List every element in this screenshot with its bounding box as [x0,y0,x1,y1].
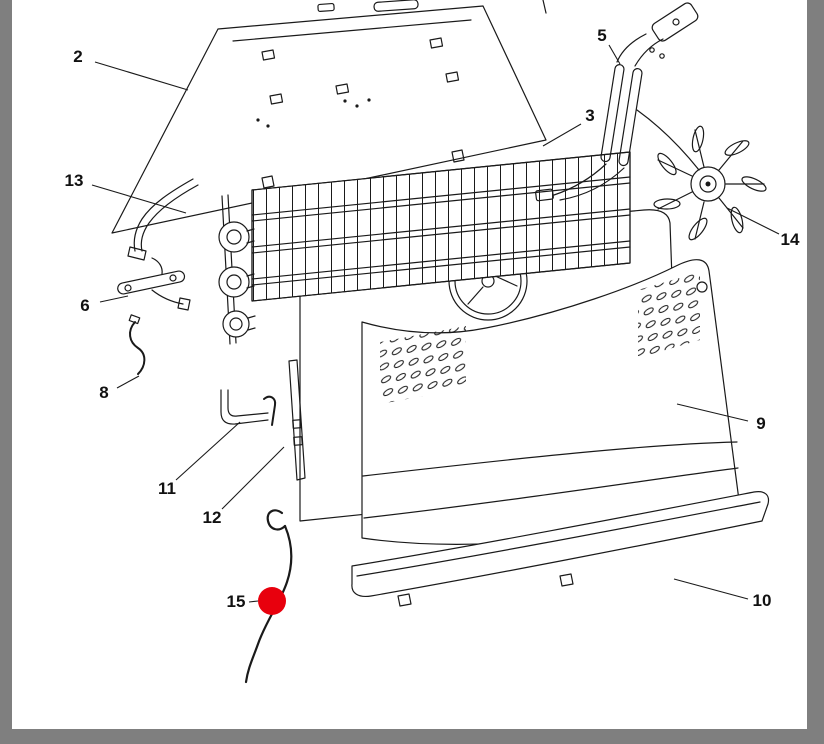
part-3-evaporator [218,151,631,345]
part-11-bracket [220,389,277,426]
vent-slots-right [638,272,700,358]
part-12-strip [288,359,306,481]
part-8-wire [128,314,146,375]
highlight-dot-part-15[interactable] [258,587,286,615]
part-9-front-panel [361,259,741,545]
leader-line-5 [608,44,621,65]
part-6-bracket [117,270,191,311]
vent-slots-left [380,326,466,404]
leader-line-3 [542,123,582,147]
part-13-tube [127,178,199,275]
top-edge-mark [542,0,547,14]
leader-line-12 [221,446,285,510]
part-10-tray [351,491,770,607]
leader-line-9 [676,403,749,422]
part-5-heaters [553,2,700,201]
leader-line-14 [726,207,780,235]
connector-block [651,2,699,42]
leader-line-8 [116,375,140,389]
leader-line-13 [91,184,187,214]
part-2-back-panel [111,0,547,234]
leader-line-10 [673,578,749,600]
leader-line-15 [248,600,259,603]
screen-border-left [0,0,12,744]
screen-border-bottom [0,729,824,744]
part-14-fan [653,125,767,241]
leader-line-2 [94,61,189,91]
leader-line-11 [175,421,241,481]
leader-line-6 [99,295,129,303]
wiring-plug [535,188,554,202]
screen-border-right [807,0,824,744]
